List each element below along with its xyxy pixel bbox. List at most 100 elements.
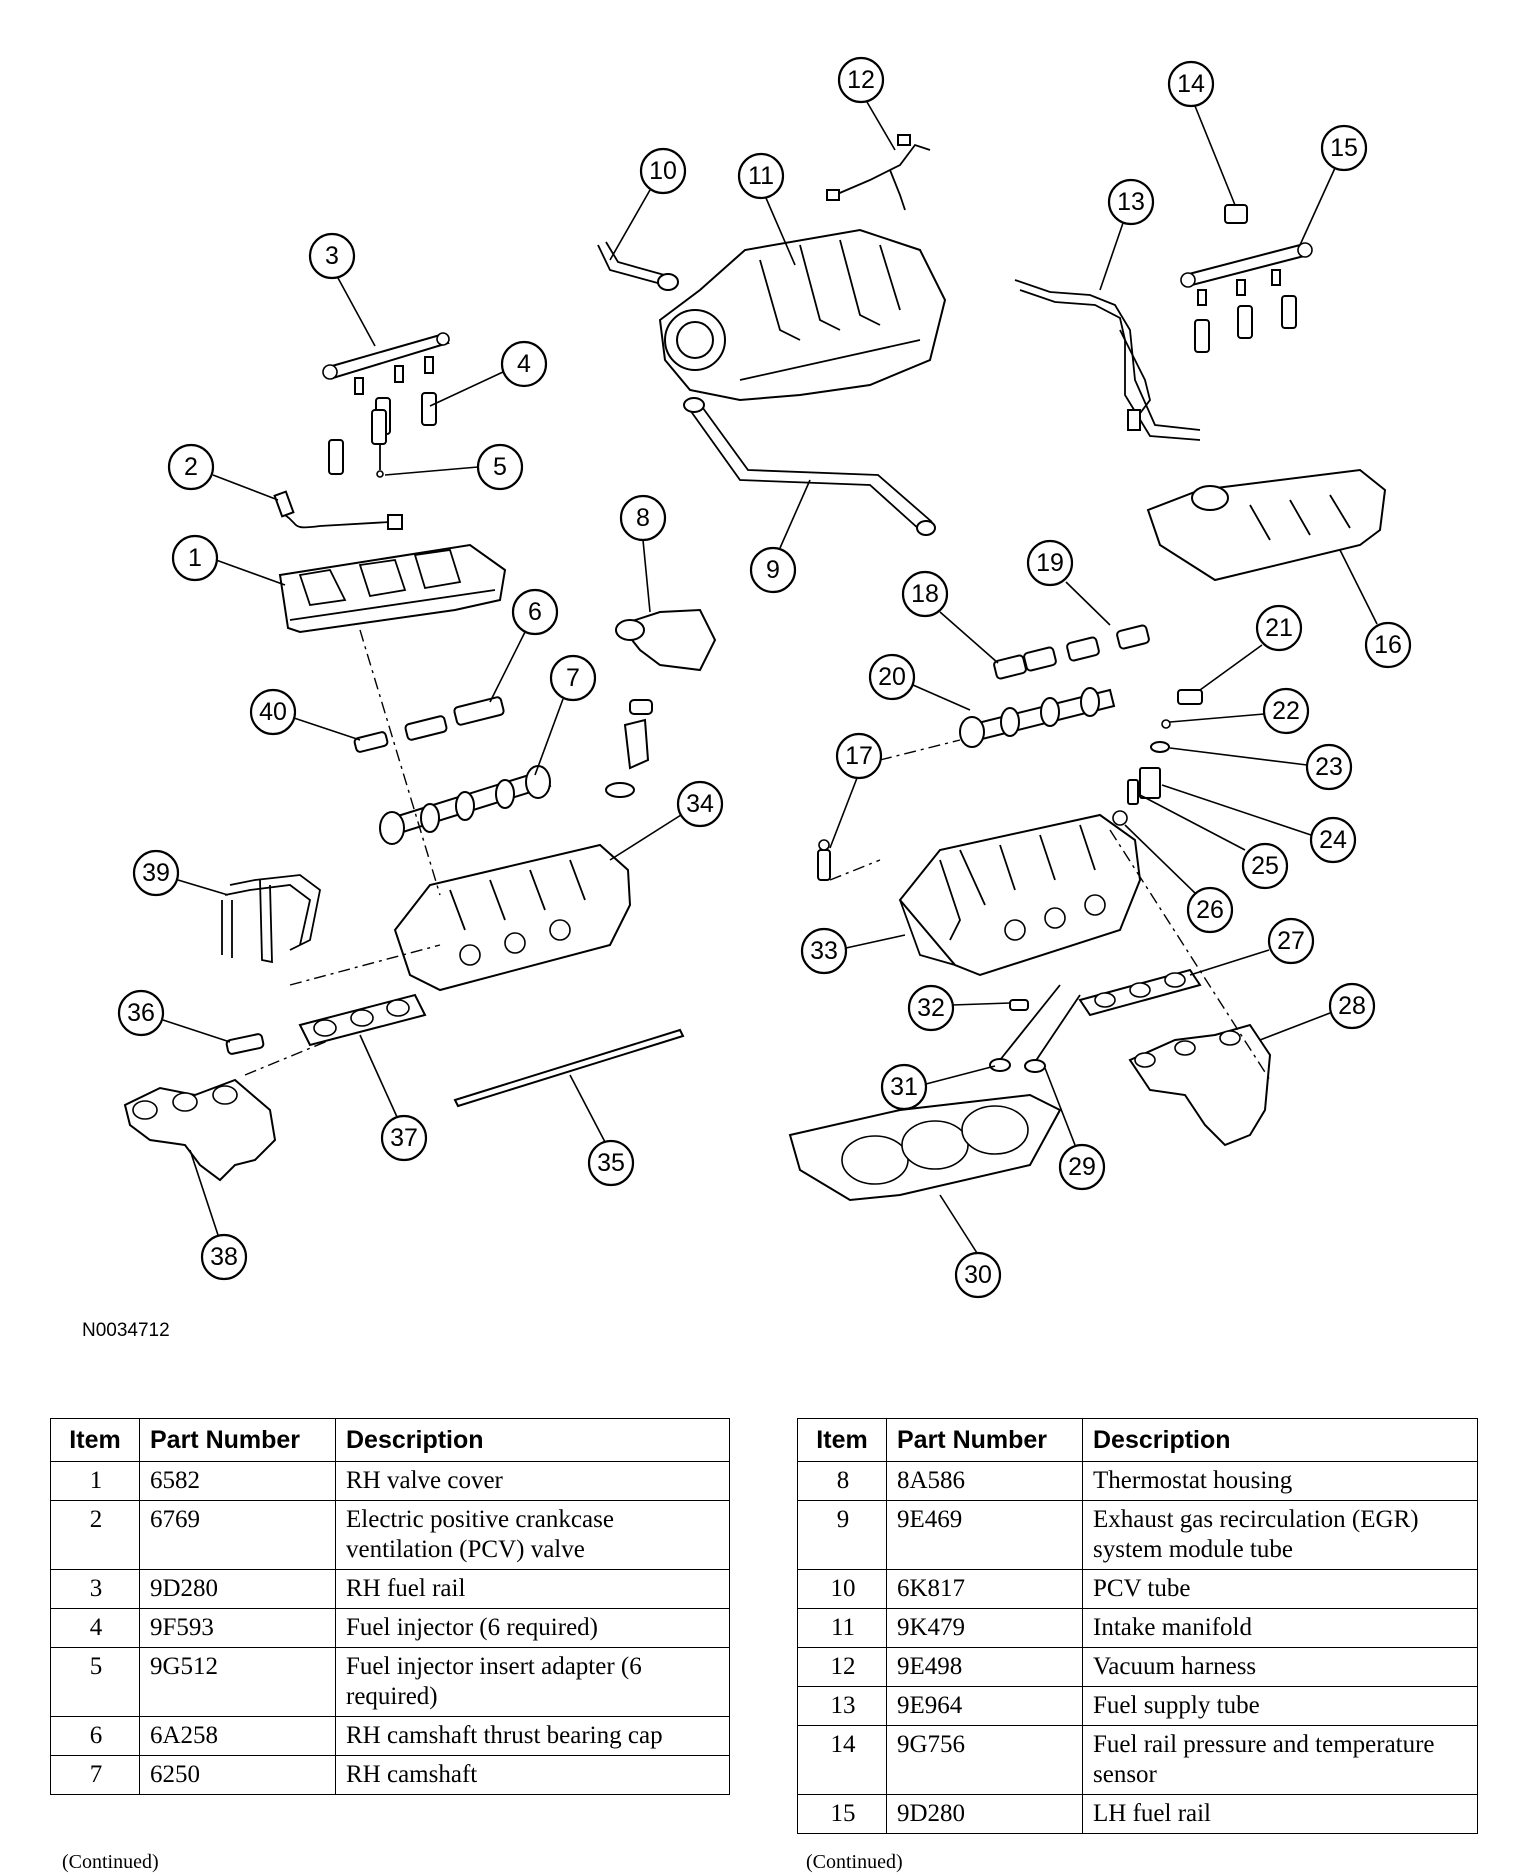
description-cell: Thermostat housing (1082, 1461, 1478, 1501)
part-number-cell: 9D280 (139, 1569, 336, 1609)
svg-text:20: 20 (878, 663, 906, 691)
callout-17: 17 (829, 732, 883, 849)
description-cell: Fuel supply tube (1082, 1686, 1478, 1726)
svg-text:7: 7 (566, 664, 580, 692)
callout-26: 26 (1124, 824, 1234, 934)
callout-31: 31 (880, 1063, 996, 1111)
description-cell: RH fuel rail (335, 1569, 730, 1609)
item-cell: 1 (50, 1461, 140, 1501)
callout-33: 33 (800, 927, 906, 975)
svg-text:12: 12 (847, 66, 875, 94)
description-cell: RH camshaft thrust bearing cap (335, 1716, 730, 1756)
callout-35: 35 (569, 1074, 635, 1187)
rh-exhaust-manifold-drawing (123, 1078, 277, 1182)
sensor-36-drawing (225, 1033, 265, 1055)
callout-23: 23 (1169, 743, 1353, 791)
callout-7: 7 (534, 654, 597, 776)
lh-cylinder-head-drawing (898, 813, 1142, 977)
callout-14: 14 (1167, 60, 1236, 206)
callout-21: 21 (1199, 604, 1303, 691)
callout-6: 6 (489, 588, 559, 703)
svg-text:26: 26 (1196, 896, 1224, 924)
svg-text:19: 19 (1036, 549, 1064, 577)
callout-39: 39 (132, 849, 229, 897)
lh-fuel-rail-drawing (1180, 204, 1313, 353)
callout-20: 20 (868, 653, 971, 711)
svg-text:38: 38 (210, 1243, 238, 1271)
callout-38: 38 (189, 1149, 248, 1281)
part-number-cell: 8A586 (886, 1461, 1083, 1501)
callout-19: 19 (1026, 539, 1111, 626)
header-part-number: Part Number (139, 1418, 336, 1462)
svg-text:10: 10 (649, 157, 677, 185)
item-cell: 6 (50, 1716, 140, 1756)
exploded-engine-diagram: 1 2 3 4 5 6 7 8 9 10 11 12 13 14 15 16 1… (117, 56, 1412, 1299)
description-cell: Intake manifold (1082, 1608, 1478, 1648)
rh-exhaust-gasket-drawing (298, 993, 427, 1047)
svg-text:33: 33 (810, 937, 838, 965)
svg-text:18: 18 (911, 580, 939, 608)
part-number-cell: 6K817 (886, 1569, 1083, 1609)
rh-cylinder-head-drawing (393, 843, 632, 992)
part-number-cell: 9G756 (886, 1725, 1083, 1795)
lh-camshaft-bearing-caps-drawing (993, 624, 1150, 680)
svg-text:5: 5 (493, 453, 507, 481)
svg-text:34: 34 (686, 790, 714, 818)
part-number-cell: 9F593 (139, 1608, 336, 1648)
svg-text:36: 36 (127, 999, 155, 1027)
description-cell: Vacuum harness (1082, 1647, 1478, 1687)
part-number-cell: 9D280 (886, 1794, 1083, 1834)
header-description: Description (1082, 1418, 1478, 1462)
callout-28: 28 (1259, 982, 1376, 1041)
item-cell: 11 (797, 1608, 887, 1648)
alignment-lines (244, 629, 1271, 1081)
callout-5: 5 (384, 443, 524, 491)
callout-10: 10 (609, 147, 687, 261)
callout-3: 3 (308, 232, 376, 347)
callout-2: 2 (167, 443, 279, 501)
description-cell: Electric positive crankcase ventilation … (335, 1500, 730, 1570)
part-number-cell: 9E964 (886, 1686, 1083, 1726)
part-number-cell: 6582 (139, 1461, 336, 1501)
callout-27: 27 (1189, 917, 1315, 976)
svg-text:35: 35 (597, 1149, 625, 1177)
svg-text:31: 31 (890, 1073, 918, 1101)
callout-1: 1 (171, 534, 286, 586)
callout-4: 4 (429, 340, 548, 407)
callout-22: 22 (1169, 687, 1310, 735)
part-number-cell: 9E469 (886, 1500, 1083, 1570)
callout-32: 32 (907, 984, 1011, 1032)
item-cell: 15 (797, 1794, 887, 1834)
callout-40: 40 (249, 688, 361, 741)
item-cell: 14 (797, 1725, 887, 1795)
rh-head-gasket-drawing (453, 1028, 685, 1108)
valve-train-parts-drawing (1112, 689, 1203, 826)
svg-text:11: 11 (748, 162, 774, 190)
lh-exhaust-gasket-drawing (1078, 968, 1202, 1017)
svg-text:22: 22 (1272, 697, 1300, 725)
svg-text:25: 25 (1251, 852, 1279, 880)
svg-text:2: 2 (184, 453, 198, 481)
part-number-cell: 6A258 (139, 1716, 336, 1756)
header-item: Item (797, 1418, 887, 1462)
header-part-number: Part Number (886, 1418, 1083, 1462)
svg-text:15: 15 (1330, 134, 1358, 162)
valves-drawing (989, 984, 1081, 1073)
description-cell: Exhaust gas recirculation (EGR) system m… (1082, 1500, 1478, 1570)
plug-32-drawing (1009, 999, 1029, 1011)
part-number-cell: 9K479 (886, 1608, 1083, 1648)
svg-text:17: 17 (845, 742, 873, 770)
sensor-17-drawing (817, 839, 831, 881)
svg-text:14: 14 (1177, 70, 1205, 98)
callout-12: 12 (837, 56, 896, 151)
svg-text:24: 24 (1319, 826, 1347, 854)
description-cell: Fuel injector (6 required) (335, 1608, 730, 1648)
